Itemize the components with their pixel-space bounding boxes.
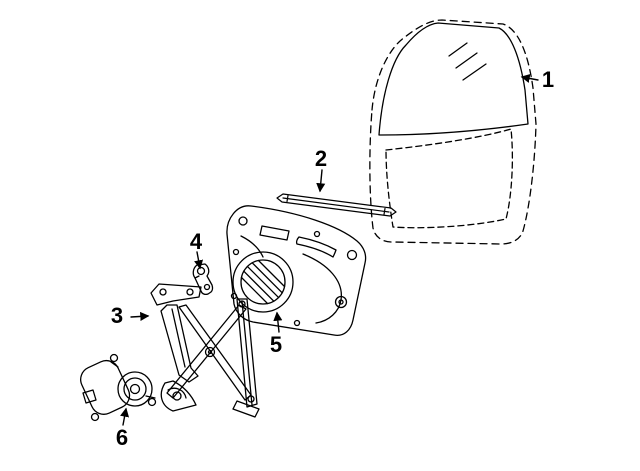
callout-5-label: 5 [269, 332, 283, 357]
callout-4-label: 4 [189, 229, 203, 254]
regulator-rail-part [150, 283, 202, 383]
scissor-arms-part [160, 298, 260, 418]
callout-5: 5 [270, 334, 282, 356]
callout-2: 2 [315, 148, 327, 170]
belt-molding-part [276, 193, 397, 217]
callout-arrow-4 [194, 251, 204, 270]
callout-3-label: 3 [110, 303, 124, 328]
callout-1-label: 1 [541, 67, 555, 92]
callout-4: 4 [190, 231, 202, 253]
guide-bracket-part [192, 263, 214, 296]
callout-arrow-1 [520, 73, 539, 83]
callout-arrow-6 [120, 407, 130, 426]
window-motor-part [80, 353, 157, 422]
callout-arrow-2 [316, 169, 326, 193]
callout-6-label: 6 [115, 425, 129, 450]
callout-arrow-3 [130, 311, 150, 321]
callout-6: 6 [116, 427, 128, 449]
door-glass-part [369, 19, 537, 245]
callout-arrows [120, 73, 539, 426]
callout-1: 1 [542, 69, 554, 91]
speaker-cutout [232, 251, 294, 313]
callout-2-label: 2 [314, 146, 328, 171]
callout-3: 3 [111, 305, 123, 327]
glass-reflection-marks [448, 42, 487, 81]
callout-arrow-5 [273, 311, 283, 333]
door-module-part [226, 205, 367, 336]
